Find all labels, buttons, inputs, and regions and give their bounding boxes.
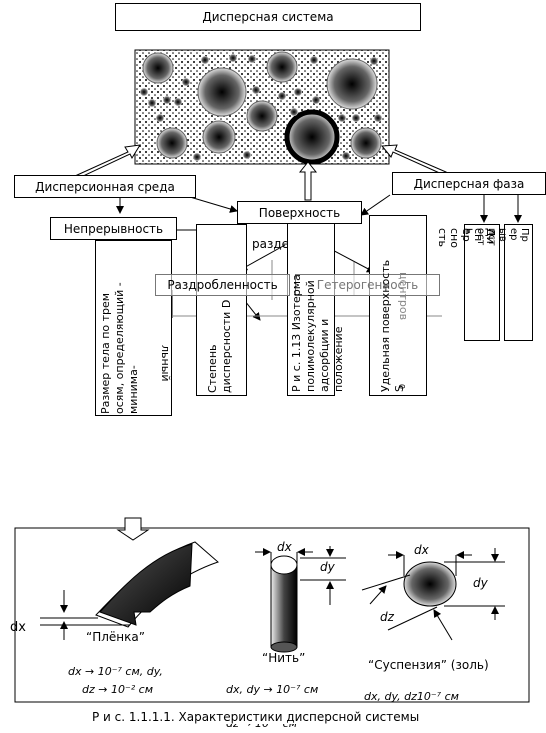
surface-box: Поверхность: [237, 201, 362, 224]
susp-dy-label: dy: [473, 576, 488, 590]
thread-dy-label: dy: [320, 560, 335, 574]
column-isotherm-text: Р и с. 1.13 Изотерма полимолекулярной ад…: [290, 274, 345, 392]
column-size-suffix: льный: [159, 345, 172, 382]
dispersion-medium-label: Дисперсионная среда: [35, 179, 175, 194]
column-surface-text: Удельная поверхность S: [379, 259, 406, 392]
dispersed-phase-label: Дисперсная фаза: [413, 176, 525, 191]
particles: [140, 51, 382, 165]
dispersed-phase-box: Дисперсная фаза: [392, 172, 546, 195]
figure-caption: Р и с. 1.1.1.1. Характеристики дисперсно…: [92, 710, 420, 724]
hollow-down-arrow: [116, 517, 150, 541]
continuity-box: Непрерывность: [50, 217, 177, 240]
heterogeneity-label: Гетерогенность: [316, 278, 419, 292]
column-isotherm-box: [287, 223, 335, 396]
continuity-label: Непрерывность: [63, 221, 164, 236]
dispersion-medium-box: Дисперсионная среда: [14, 175, 196, 198]
column-surface-box: [369, 215, 427, 396]
hollow-arrows: [73, 144, 447, 201]
column-dispersity-phase-box: [464, 224, 500, 341]
thread-dx-label: dx: [277, 540, 292, 554]
surface-label: Поверхность: [258, 205, 341, 220]
column-discontinuity-box: [504, 224, 533, 341]
fragmentation-label: Раздробленность: [167, 278, 278, 292]
column-discontinuity-text: Пр ер ыв ист ост ь: [464, 228, 530, 246]
column-dispersity-text: Степень дисперсности D: [206, 299, 233, 393]
film-formula-2: dz → 10⁻² см: [82, 683, 154, 696]
column-surface-subscript: 0: [398, 383, 408, 390]
bottom-frame: [14, 527, 530, 703]
column-dispersity-box: [196, 224, 247, 396]
title-box: Дисперсная система: [115, 3, 421, 31]
film-shape: [40, 541, 219, 640]
column-size-box: [95, 240, 172, 416]
thread-formula-1: dx, dy → 10⁻⁷ см: [226, 683, 319, 696]
column-size-text: Размер тела по трем осям, определяющий -…: [99, 282, 140, 414]
heterogeneity-box: Гетерогенность: [295, 274, 440, 296]
thread-shape: [255, 546, 346, 653]
film-formula-1: dx → 10⁻⁷ см, dy,: [68, 665, 163, 678]
film-dx-label: dx: [10, 620, 26, 635]
susp-dz-label: dz: [380, 610, 394, 624]
fragmentation-box: Раздробленность: [155, 274, 290, 296]
film-label: “Плёнка”: [86, 630, 145, 644]
suspension-shape: [361, 548, 505, 641]
susp-dx-label: dx: [414, 543, 429, 557]
thread-label: “Нить”: [262, 651, 306, 665]
title-label: Дисперсная система: [202, 10, 334, 24]
susp-formula: dx, dy, dz10⁻⁷ см: [364, 690, 459, 703]
suspension-label: “Суспензия” (золь): [368, 658, 489, 672]
